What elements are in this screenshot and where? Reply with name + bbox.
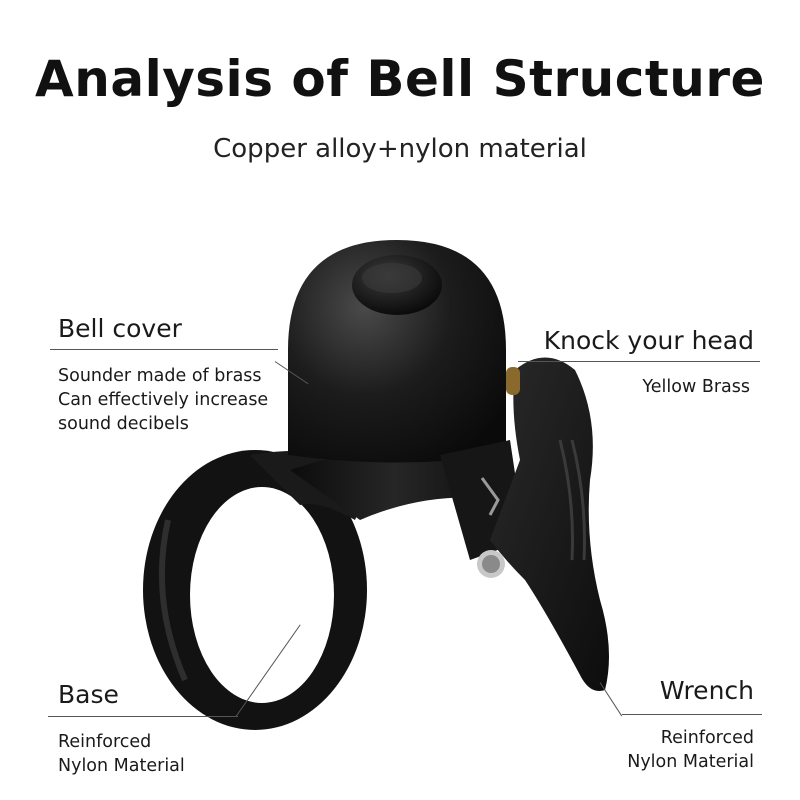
base-line-2: Nylon Material bbox=[58, 756, 185, 776]
knock-line-1: Yellow Brass bbox=[642, 377, 750, 397]
base-line-1: Reinforced bbox=[58, 732, 152, 752]
page-title: Analysis of Bell Structure bbox=[35, 50, 765, 108]
wrench-line-2: Nylon Material bbox=[627, 752, 754, 772]
bell-cover-line-2: Can effectively increase bbox=[58, 390, 269, 410]
knock-heading: Knock your head bbox=[543, 326, 754, 355]
bell-cover bbox=[288, 240, 506, 463]
bell-cover-heading: Bell cover bbox=[58, 314, 182, 343]
bell-cover-line-3: sound decibels bbox=[58, 414, 189, 434]
knock-leader bbox=[518, 361, 760, 362]
brass-striker bbox=[506, 367, 520, 395]
page-subtitle: Copper alloy+nylon material bbox=[213, 134, 587, 164]
wrench-heading: Wrench bbox=[659, 676, 754, 705]
wrench-description: Reinforced Nylon Material bbox=[627, 726, 754, 774]
bell-cover-description: Sounder made of brass Can effectively in… bbox=[58, 364, 268, 436]
bell-cover-line-1: Sounder made of brass bbox=[58, 366, 262, 386]
bell-cover-leader bbox=[50, 349, 278, 350]
wrench-lever bbox=[477, 357, 609, 691]
knock-description: Yellow Brass bbox=[642, 375, 750, 399]
base-leader bbox=[48, 716, 238, 717]
wrench-line-1: Reinforced bbox=[660, 728, 754, 748]
wrench-leader bbox=[622, 714, 762, 715]
base-heading: Base bbox=[58, 680, 119, 709]
base-description: Reinforced Nylon Material bbox=[58, 730, 185, 778]
